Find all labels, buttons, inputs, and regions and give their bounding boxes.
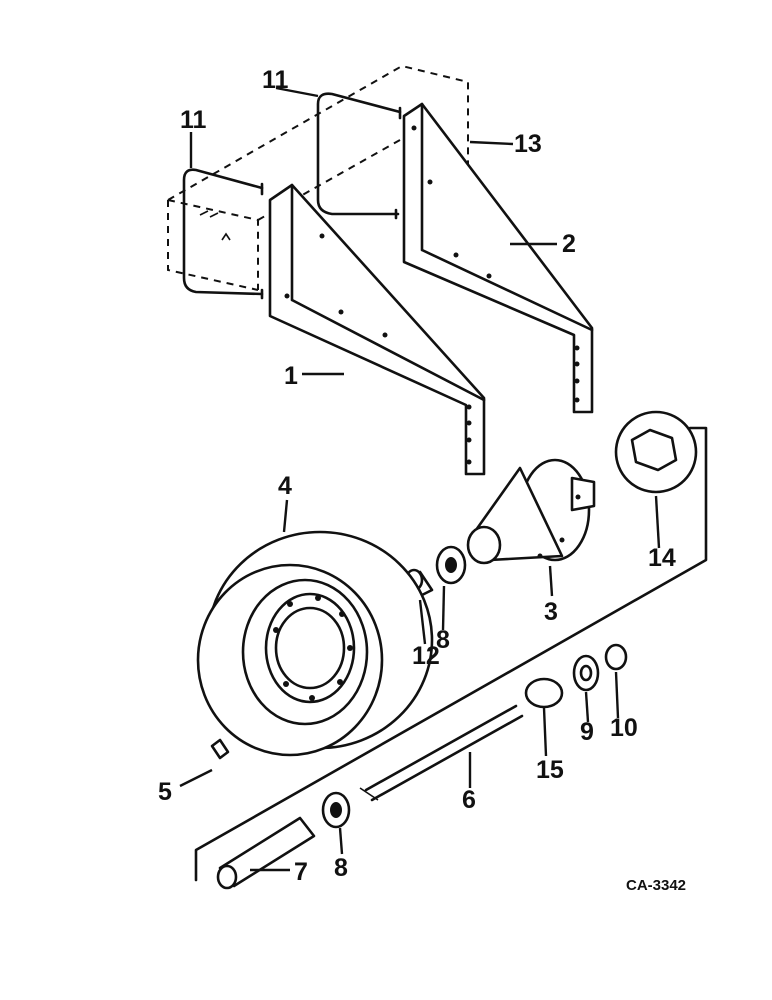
bearing-8-lower: [321, 791, 351, 829]
callout-10: 10: [610, 714, 638, 742]
callout-11-left: 11: [180, 106, 207, 134]
callout-1: 1: [284, 362, 298, 390]
callout-7: 7: [294, 858, 308, 886]
bearing-8-upper: [435, 545, 467, 585]
shaft-6: [359, 704, 524, 802]
drawing-code: CA-3342: [626, 877, 686, 894]
u-bolt-left: [182, 168, 264, 300]
bracket-2: [402, 102, 594, 414]
callout-9: 9: [580, 718, 594, 746]
bracket-1: [268, 183, 486, 476]
leader-lines: [179, 86, 661, 872]
u-bolt-right: [316, 92, 402, 220]
callout-13: 13: [514, 130, 542, 158]
bolt-5: [210, 738, 230, 760]
callouts: 11 11 13 2 1 4 14 3 8 12 10 9 15 5 6 8 7…: [158, 66, 686, 894]
callout-8-upper: 8: [436, 626, 450, 654]
tube-7: [216, 816, 316, 890]
callout-5: 5: [158, 778, 172, 806]
callout-4: 4: [278, 472, 292, 500]
callout-3: 3: [544, 598, 558, 626]
callout-12: 12: [412, 642, 440, 670]
washer-9: [572, 654, 600, 692]
nut-14: [614, 410, 698, 494]
callout-15: 15: [536, 756, 564, 784]
axle-frame: [194, 426, 708, 882]
callout-11-right: 11: [262, 66, 289, 94]
callout-6: 6: [462, 786, 476, 814]
nut-10: [604, 643, 628, 671]
hub-3: [466, 458, 596, 565]
callout-2: 2: [562, 230, 576, 258]
callout-8-lower: 8: [334, 854, 348, 882]
wheel-4: [196, 530, 434, 757]
washer-15: [524, 677, 564, 709]
callout-14: 14: [648, 544, 676, 572]
